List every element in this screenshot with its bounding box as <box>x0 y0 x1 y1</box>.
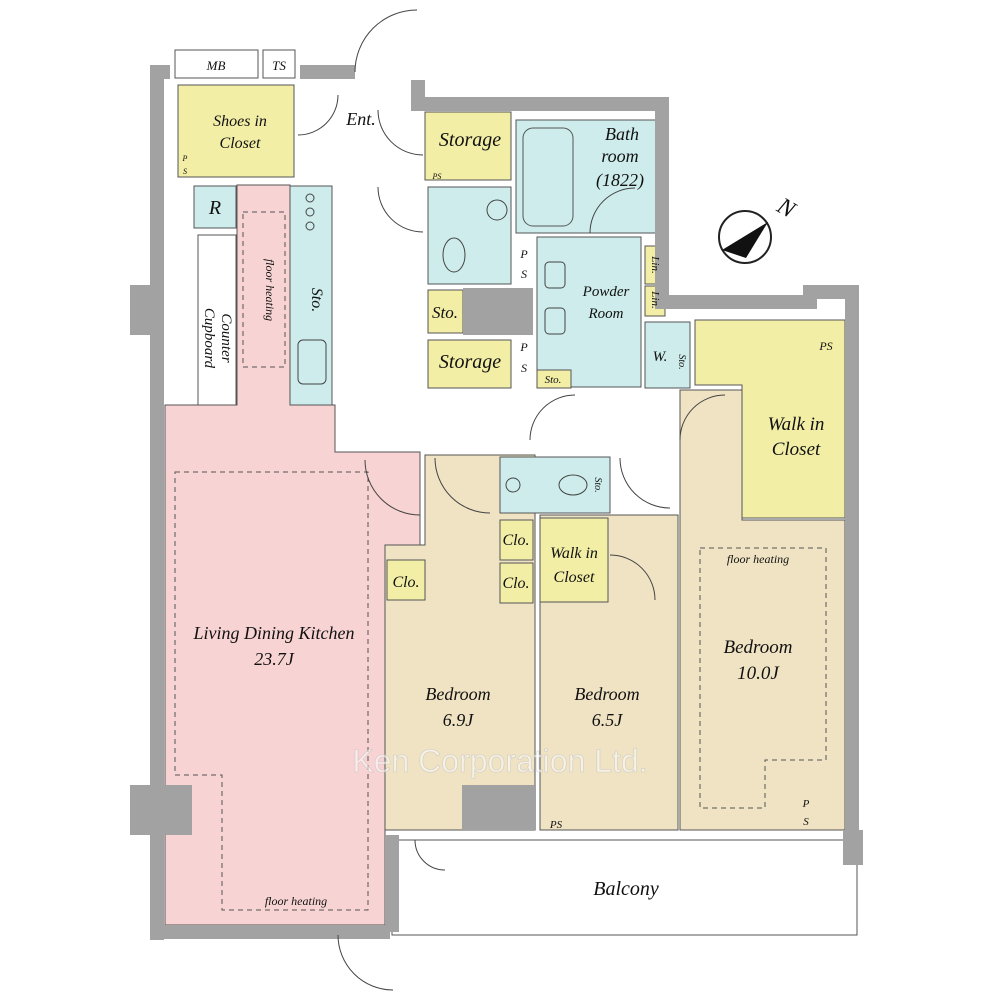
washer-label: W. <box>653 349 668 365</box>
sto-small-label: Sto. <box>545 374 562 386</box>
pillar <box>463 288 533 335</box>
ps-s: S <box>521 267 527 281</box>
counter-cupboard <box>197 234 237 406</box>
shoes-closet-label-2: Closet <box>220 135 261 152</box>
toilet <box>558 474 588 496</box>
compass-label: N <box>772 193 801 225</box>
entrance-label: Ent. <box>345 109 376 129</box>
ldk-label-1: Living Dining Kitchen <box>193 623 355 643</box>
closet-label-b: Clo. <box>502 575 529 592</box>
basin <box>505 477 521 493</box>
bath-label-2: room <box>601 146 638 166</box>
ps-s: S <box>183 167 187 176</box>
rooms <box>164 49 858 936</box>
wash-basin <box>486 199 508 221</box>
ps-p: P <box>802 798 810 810</box>
bedroom-10-0-label-2: 10.0J <box>737 663 780 684</box>
ps-s: S <box>521 361 527 375</box>
small-bath-sto-label: Sto. <box>592 477 603 492</box>
bedroom-6-9-label-2: 6.9J <box>443 710 475 730</box>
walk-in-closet-b-label-1: Walk in <box>550 545 598 562</box>
washer-sto-label: Sto. <box>676 354 687 369</box>
toilet-room <box>427 186 512 285</box>
closet-b <box>499 562 534 604</box>
refrigerator-label: R <box>208 197 221 219</box>
small-bath <box>499 456 611 514</box>
closet-a <box>499 519 534 561</box>
mb-label: MB <box>206 58 226 73</box>
stove-burner <box>305 193 315 203</box>
watermark: Ken Corporation Ltd. <box>352 743 647 779</box>
bedroom-6-5-label-1: Bedroom <box>574 684 639 704</box>
walk-in-closet-label-1: Walk in <box>768 414 825 435</box>
ps-s: S <box>803 816 809 828</box>
refrigerator <box>193 185 237 229</box>
ps-p: P <box>182 154 188 163</box>
closet-c <box>386 559 426 601</box>
shoes-closet <box>177 84 295 178</box>
bath-label-3: (1822) <box>596 170 644 191</box>
bedroom-6-5-label-2: 6.5J <box>592 710 624 730</box>
doors <box>297 9 726 991</box>
storage-mid <box>427 339 512 389</box>
storage-mid-label: Storage <box>439 351 501 373</box>
fixtures <box>297 193 588 496</box>
labels: MB TS Shoes in Closet Ent. Storage Bath … <box>182 58 833 908</box>
ps-label-right: PS <box>818 339 832 353</box>
walls <box>130 65 863 940</box>
bedroom-6-9 <box>384 454 536 831</box>
toilet <box>442 237 466 273</box>
bedroom-6-9-label-1: Bedroom <box>425 684 490 704</box>
floor-heating-kitchen-area <box>242 211 286 368</box>
bathtub <box>522 127 574 227</box>
stove-burner <box>305 207 315 217</box>
ts-label: TS <box>272 58 286 73</box>
sink <box>544 307 566 335</box>
ldk-label-2: 23.7J <box>254 649 295 669</box>
walk-in-closet-label-2: Closet <box>772 439 821 460</box>
balcony <box>391 839 858 936</box>
washer-storage <box>644 321 691 389</box>
cupboard-label: Cupboard <box>201 308 217 369</box>
linen-label-1: Lin. <box>649 255 661 273</box>
counter-label: Counter <box>218 313 234 362</box>
bath-label-1: Bath <box>605 124 639 144</box>
kitchen-sink <box>297 339 327 385</box>
kitchen-sto-label: Sto. <box>308 288 325 312</box>
ps-label: PS <box>432 172 442 181</box>
ps-label-bed69: PS <box>549 819 563 831</box>
storage-top <box>424 111 512 181</box>
sink <box>544 261 566 289</box>
storage-top-label: Storage <box>439 129 501 151</box>
floor-heating-ldk-label: floor heating <box>265 894 327 908</box>
powder-room-label-1: Powder <box>582 284 630 300</box>
sto-small <box>536 369 572 389</box>
sto-mid-label: Sto. <box>432 303 458 322</box>
ts-box <box>262 49 296 79</box>
bedroom-pillar <box>462 785 536 830</box>
ps-p: P <box>519 247 528 261</box>
floor-heating-bedroom-area <box>699 547 827 809</box>
walk-in-closet-b <box>539 517 609 603</box>
bedroom-10-0-label-1: Bedroom <box>724 637 793 658</box>
floor-heating-kitchen-label: floor heating <box>263 259 277 321</box>
balcony-label: Balcony <box>593 878 659 900</box>
shoes-closet-label-1: Shoes in <box>213 113 267 130</box>
mb-box <box>174 49 259 79</box>
closet-label-a: Clo. <box>502 532 529 549</box>
walk-in-closet-b-label-2: Closet <box>554 569 595 586</box>
ps-p: P <box>519 340 528 354</box>
floor-heating-ldk-area <box>174 471 369 911</box>
stove-burner <box>305 221 315 231</box>
closet-label-c: Clo. <box>392 574 419 591</box>
powder-room-label-2: Room <box>588 306 624 322</box>
north-compass-icon: N <box>718 193 801 264</box>
floor-heating-bedroom-label: floor heating <box>727 552 789 566</box>
linen-label-2: Lin. <box>649 290 661 308</box>
